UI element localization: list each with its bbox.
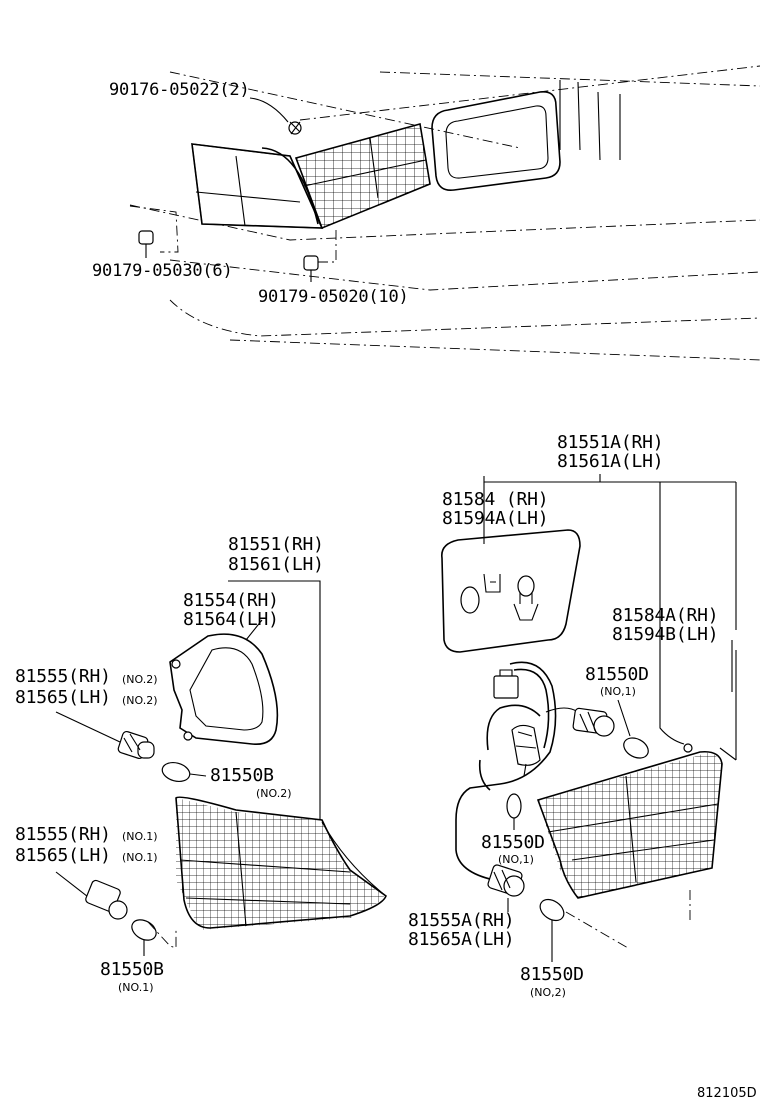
nut-90179-05030: [129, 205, 179, 258]
diagram-code: 812105D: [697, 1086, 757, 1101]
label-gasket-81594B-lh: 81594B(LH): [612, 624, 719, 645]
label-nut-90179-05020: 90179-05020(10): [258, 287, 409, 307]
label-nut-90179-05030: 90179-05030(6): [92, 261, 233, 281]
label-socket-81555-upper-rh: 81555(RH): [15, 666, 111, 687]
label-lens-81551A-rh: 81551A(RH): [557, 432, 664, 453]
label-bulb-81550D-mid: 81550D: [481, 832, 545, 853]
top-inner-tail-light: [294, 122, 431, 230]
note-bulb-lower: (NO.1): [118, 981, 154, 994]
socket-top-right: [572, 707, 615, 737]
label-bulb-81550B-lower: 81550B: [100, 959, 164, 980]
label-gasket-81554-rh: 81554(RH): [183, 590, 279, 611]
socket-81555A: [487, 864, 525, 912]
label-gasket-81564-lh: 81564(LH): [183, 609, 279, 630]
leader-81551A: [483, 474, 737, 761]
label-socket-81555-lower-rh: 81555(RH): [15, 824, 111, 845]
left-tail-light-lens: [175, 796, 387, 930]
note-socket-upper-lh: (NO.2): [122, 694, 158, 707]
socket-81555-lower: [55, 871, 128, 920]
note-bulb-mid: (NO,1): [498, 853, 534, 866]
note-bulb-top: (NO,1): [600, 685, 636, 698]
label-socket-81565-lower-lh: 81565(LH): [15, 845, 111, 866]
socket-81555-upper: [55, 711, 155, 760]
label-socket-81555A-rh: 81555A(RH): [408, 910, 515, 931]
note-socket-lower-rh: (NO.1): [122, 830, 158, 843]
screw-90176: [249, 97, 302, 135]
note-bulb-upper: (NO.2): [256, 787, 292, 800]
label-lens-81551-rh: 81551(RH): [228, 534, 324, 555]
label-bulb-81550D-bottom: 81550D: [520, 964, 584, 985]
label-bulb-81550B-upper: 81550B: [210, 765, 274, 786]
label-screw-90176: 90176-05022(2): [109, 80, 250, 100]
bulb-81550B-lower: [131, 919, 177, 956]
note-socket-upper-rh: (NO.2): [122, 673, 158, 686]
label-socket-81565-upper-lh: 81565(LH): [15, 687, 111, 708]
label-gasket-81584A-rh: 81584A(RH): [612, 605, 719, 626]
label-cover-81594A-lh: 81594A(LH): [442, 508, 549, 529]
gasket-81554: [169, 619, 279, 746]
right-tail-light-lens: [536, 743, 723, 920]
label-lens-81561A-lh: 81561A(LH): [557, 451, 664, 472]
nut-90179-05020: [303, 230, 337, 282]
bulb-81550D-mid: [506, 793, 522, 830]
bulb-81550D-bottom: [539, 898, 629, 962]
license-plate-recess: [431, 90, 561, 192]
label-bulb-81550D-top: 81550D: [585, 664, 649, 685]
leader-81551: [228, 580, 321, 820]
bulb-81550D-top: [617, 699, 649, 759]
note-socket-lower-lh: (NO.1): [122, 851, 158, 864]
label-socket-81565A-lh: 81565A(LH): [408, 929, 515, 950]
bulb-81550B-upper: [161, 761, 207, 783]
label-lens-81561-lh: 81561(LH): [228, 554, 324, 575]
socket-center: [511, 724, 541, 777]
car-body-outline: [129, 65, 760, 361]
label-cover-81584-rh: 81584 (RH): [442, 489, 549, 510]
cover-81584: [441, 529, 581, 653]
note-bulb-bottom: (NO,2): [530, 986, 566, 999]
